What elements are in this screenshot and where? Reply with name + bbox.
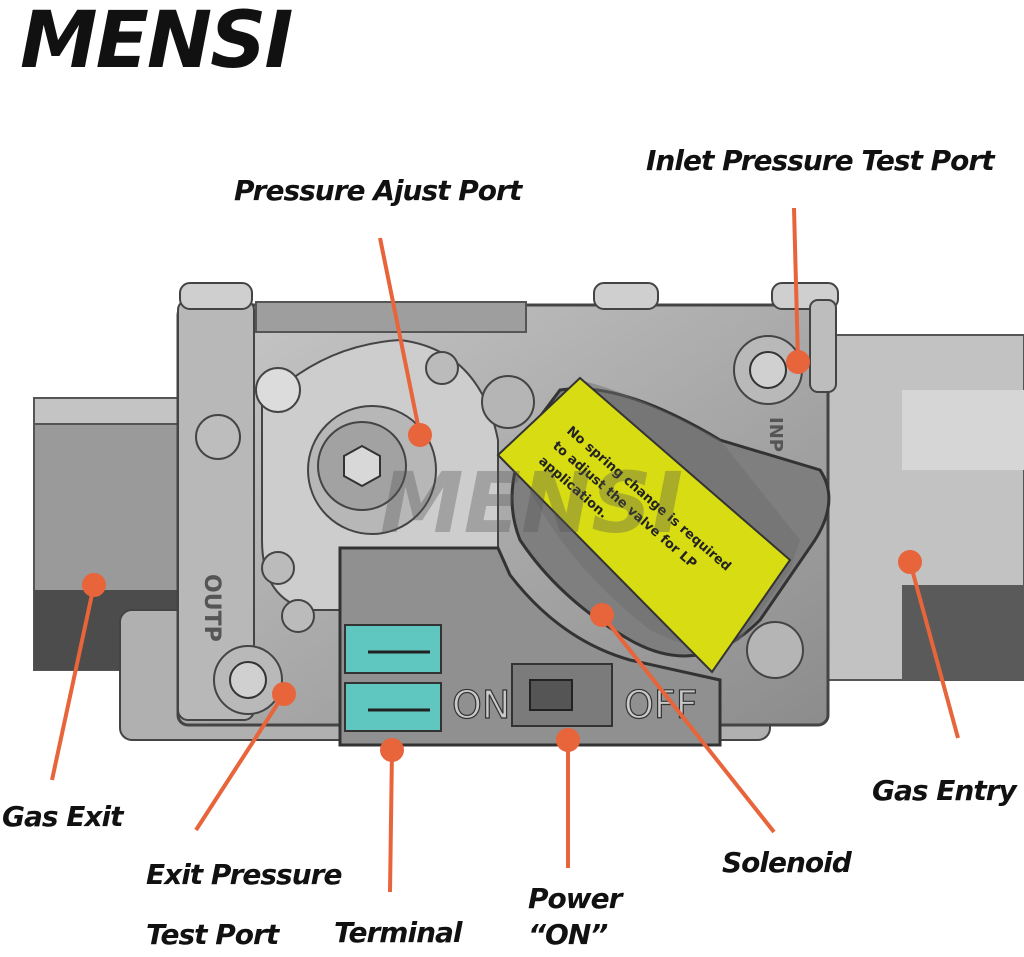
inlet-pressure-test-port-screw bbox=[733, 299, 837, 405]
callout-line-pressure-adjust bbox=[378, 237, 422, 436]
outlet-marking: OUTP bbox=[199, 574, 224, 642]
callouts bbox=[50, 207, 960, 893]
label-gas-entry: Gas Entry bbox=[872, 774, 1017, 807]
callout-dot-pressure-adjust bbox=[408, 423, 432, 447]
watermark: MENSI bbox=[380, 454, 683, 552]
callout-line-gas-entry bbox=[908, 561, 960, 739]
label-solenoid: Solenoid bbox=[722, 846, 852, 879]
callout-dot-terminal bbox=[380, 738, 404, 762]
callout-dot-power bbox=[556, 728, 580, 752]
solenoid-body: No spring change is required to adjust t… bbox=[496, 376, 831, 674]
callout-line-inlet bbox=[792, 207, 800, 361]
label-gas-exit: Gas Exit bbox=[2, 800, 123, 833]
control-box: ON OFF bbox=[338, 546, 722, 747]
exit-pressure-test-port-screw bbox=[213, 645, 283, 715]
callout-line-terminal bbox=[388, 749, 394, 893]
warning-label bbox=[496, 376, 792, 674]
inlet-pipe bbox=[809, 334, 1024, 681]
callout-dot-solenoid bbox=[590, 603, 614, 627]
callout-dot-exit-pressure bbox=[272, 682, 296, 706]
label-pressure-adjust-port: Pressure Ajust Port bbox=[234, 174, 522, 207]
callout-line-solenoid bbox=[600, 613, 776, 834]
label-terminal: Terminal bbox=[334, 916, 462, 949]
callout-dot-inlet bbox=[786, 350, 810, 374]
label-power-line2: “ON” bbox=[528, 918, 608, 951]
terminal-upper bbox=[344, 624, 442, 674]
callout-dot-gas-entry bbox=[898, 550, 922, 574]
label-exit-pressure-line2: Test Port bbox=[146, 918, 279, 951]
switch-on-text: ON bbox=[452, 683, 510, 727]
terminal-lower bbox=[344, 682, 442, 732]
callout-line-gas-exit bbox=[50, 584, 96, 781]
brand-logo: MENSI bbox=[20, 0, 293, 86]
callout-dot-gas-exit bbox=[82, 573, 106, 597]
regulator-plate bbox=[195, 338, 499, 633]
inlet-marking: INP bbox=[765, 417, 786, 452]
callout-line-exit-pressure bbox=[194, 692, 286, 832]
label-inlet-pressure-test-port: Inlet Pressure Test Port bbox=[646, 144, 995, 177]
label-power-line1: Power bbox=[528, 882, 622, 915]
label-exit-pressure-line1: Exit Pressure bbox=[146, 858, 342, 891]
